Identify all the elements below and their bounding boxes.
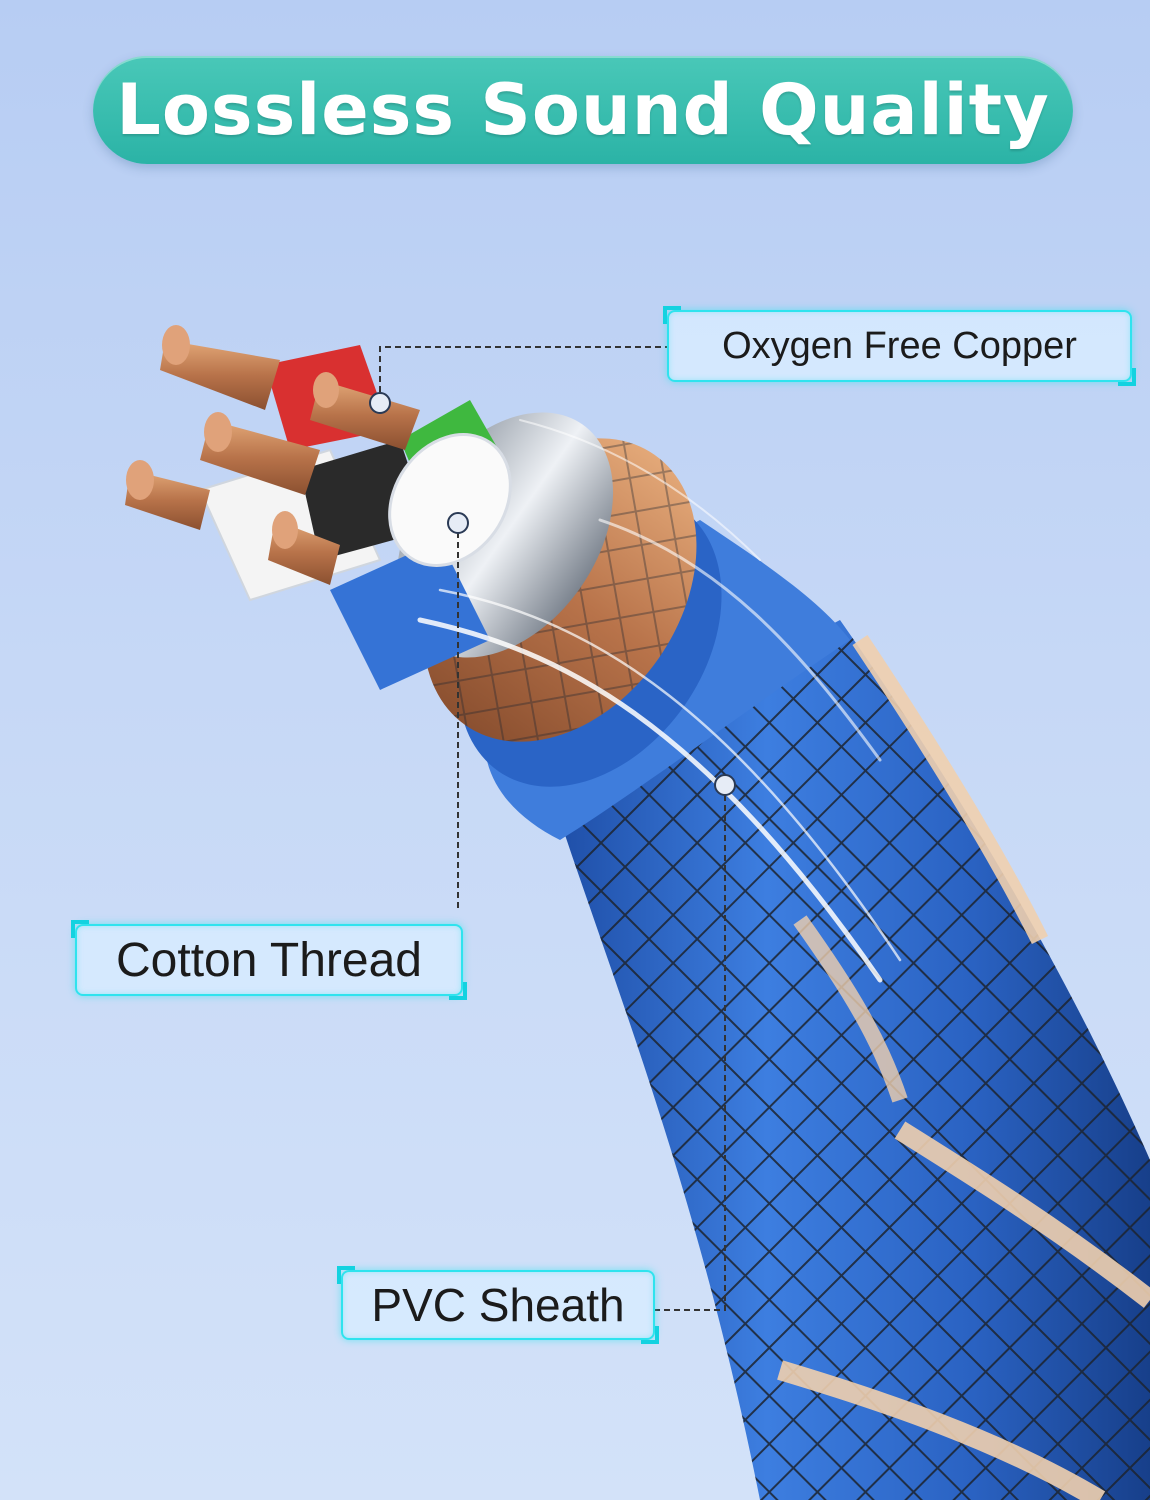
page-title: Lossless Sound Quality [116,69,1050,151]
pvc-anchor-dot [714,774,736,796]
pvc-sheath-label: PVC Sheath [337,1266,659,1344]
inner-wires [198,345,512,690]
cotton-anchor-dot [447,512,469,534]
oxygen-free-copper-text: Oxygen Free Copper [722,324,1077,367]
title-banner: Lossless Sound Quality [93,56,1073,164]
light-streaks [417,419,902,983]
copper-strands [125,325,420,585]
braided-outer-jacket [560,620,1150,1500]
cotton-thread-label: Cotton Thread [71,920,467,1000]
leader-lines [379,346,726,1311]
pvc-sheath-text: PVC Sheath [371,1279,625,1331]
anchor-dots [369,392,736,796]
pvc-leader-line [655,785,726,1311]
oxygen-anchor-dot [369,392,391,414]
oxygen-free-copper-label: Oxygen Free Copper [663,306,1136,386]
oxygen-leader-line [379,346,667,402]
cotton-thread-text: Cotton Thread [116,933,422,987]
